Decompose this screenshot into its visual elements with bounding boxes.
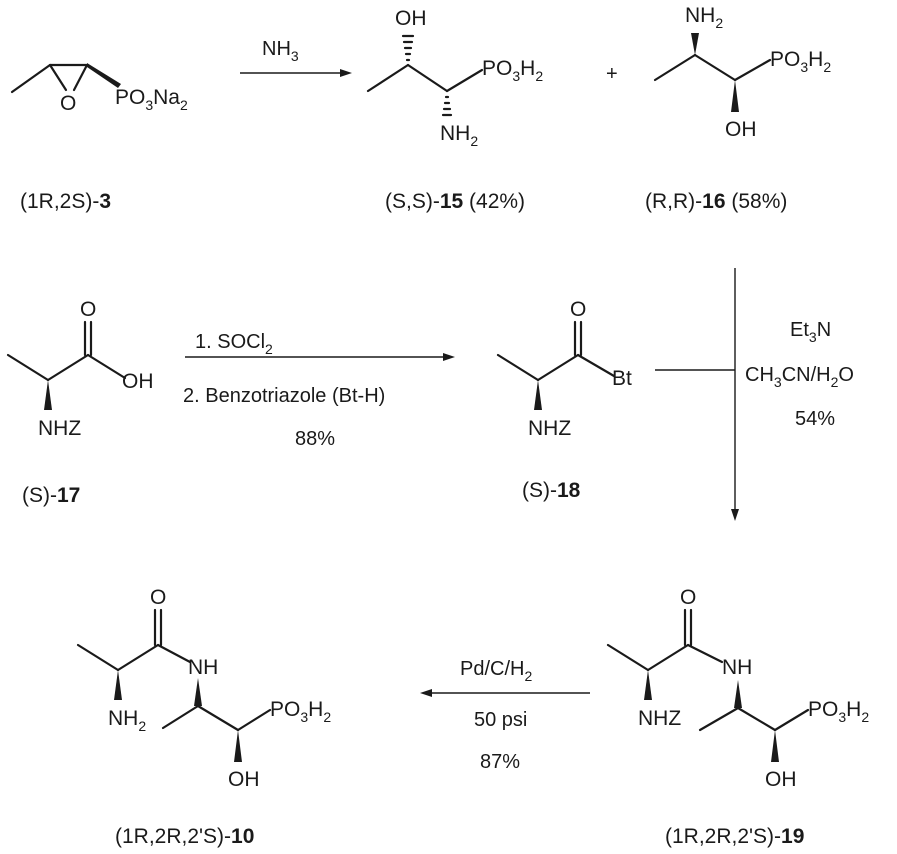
pd-c-h2-label: Pd/C/H2 [460,658,532,684]
yield-54-label: 54% [795,408,835,430]
compound-10-structure: O NH NH2 PO3H2 OH [76,586,331,791]
compound-19-structure: O NH NHZ PO3H2 OH [606,586,869,791]
yield-88-label: 88% [295,428,335,450]
carbonyl-oxygen-label: O [80,298,96,321]
et3n-reagent-label: Et3N [790,319,831,345]
nhz-label: NHZ [638,707,681,730]
compound-17-structure: O OH NHZ [6,298,154,440]
nhz-label: NHZ [528,417,571,440]
compound-15-structure: OH PO3H2 NH2 [366,7,543,149]
carbonyl-oxygen-label: O [150,586,166,609]
nh2-label: NH2 [685,4,723,31]
po3h2-label: PO3H2 [808,698,869,725]
nh-label: NH [722,656,752,679]
arrow-hydrogenation [420,689,590,697]
oh-label: OH [395,7,427,30]
pressure-label: 50 psi [474,709,527,731]
yield-87-label: 87% [480,751,520,773]
nh-label: NH [188,656,218,679]
oh-label: OH [765,768,797,791]
po3h2-label: PO3H2 [770,48,831,75]
compound-10-label: (1R,2R,2'S)-10 [115,825,254,848]
nh2-label: NH2 [108,707,146,734]
nh3-reagent-label: NH3 [262,38,299,64]
arrow-nh3 [240,69,352,77]
compound-3-structure: O PO3Na2 [10,63,188,115]
compound-18-label: (S)-18 [522,479,581,502]
socl2-step-label: 1. SOCl2 [195,331,273,357]
compound-3-label: (1R,2S)-3 [20,190,111,213]
compound-17-label: (S)-17 [22,484,80,507]
plus-sign: + [606,63,618,85]
compound-15-label: (S,S)-15 (42%) [385,190,525,213]
nh2-label: NH2 [440,122,478,149]
oh-label: OH [228,768,260,791]
carbonyl-oxygen-label: O [570,298,586,321]
nhz-label: NHZ [38,417,81,440]
solvent-label: CH3CN/H2O [745,364,854,390]
arrow-et3n [655,268,739,521]
epoxide-oxygen-label: O [60,92,76,115]
compound-16-structure: NH2 PO3H2 OH [653,4,831,141]
oh-label: OH [122,370,154,393]
compound-19-label: (1R,2R,2'S)-19 [665,825,804,848]
oh-label: OH [725,118,757,141]
compound-18-structure: O Bt NHZ [496,298,632,440]
arrow-socl2 [185,353,455,361]
compound-16-label: (R,R)-16 (58%) [645,190,787,213]
po3h2-label: PO3H2 [270,698,331,725]
benzotriazole-step-label: 2. Benzotriazole (Bt-H) [183,385,385,407]
bt-label: Bt [612,367,632,390]
po3na2-label: PO3Na2 [115,86,188,113]
po3h2-label: PO3H2 [482,57,543,84]
carbonyl-oxygen-label: O [680,586,696,609]
